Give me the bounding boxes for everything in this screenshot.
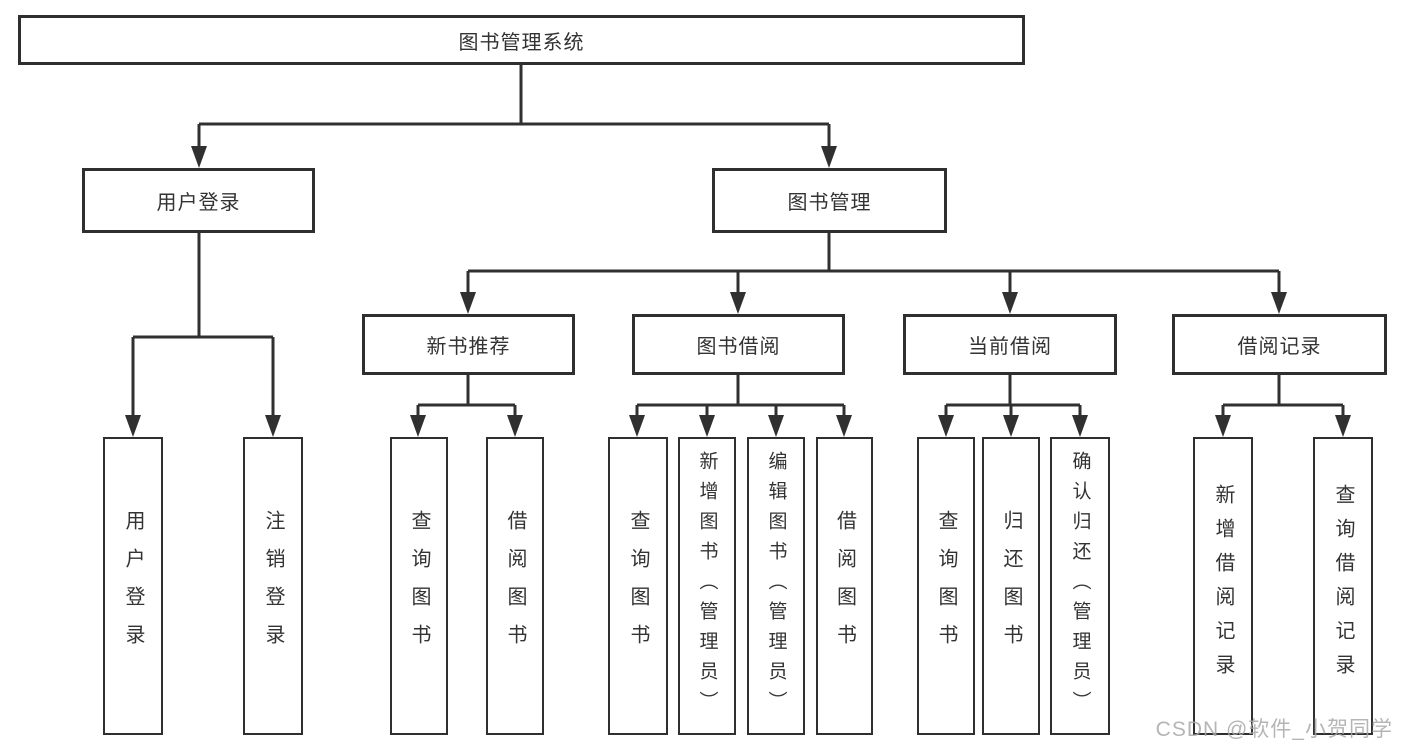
- leaf-query-book-recommend: 查询图书: [390, 437, 448, 735]
- leaf-confirm-return-admin-label: 确认归还（管理员）: [1069, 451, 1091, 721]
- node-root-label: 图书管理系统: [458, 31, 585, 54]
- node-borrow-record: 借阅记录: [1172, 314, 1387, 375]
- node-user-login: 用户登录: [82, 168, 315, 233]
- leaf-user-login: 用户登录: [103, 437, 163, 735]
- leaf-add-borrow-record: 新增借阅记录: [1193, 437, 1253, 735]
- node-book-management: 图书管理: [712, 168, 947, 233]
- leaf-borrow-book-recommend: 借阅图书: [486, 437, 544, 735]
- leaf-return-book-label: 归还图书: [1000, 510, 1022, 662]
- leaf-logout-label: 注销登录: [262, 510, 284, 662]
- node-current-borrow: 当前借阅: [903, 314, 1117, 375]
- leaf-query-book-current: 查询图书: [917, 437, 975, 735]
- leaf-edit-book-admin: 编辑图书（管理员）: [747, 437, 805, 735]
- leaf-query-book-borrow: 查询图书: [608, 437, 668, 735]
- leaf-return-book: 归还图书: [982, 437, 1040, 735]
- leaf-query-book-recommend-label: 查询图书: [408, 510, 430, 662]
- leaf-borrow-book: 借阅图书: [816, 437, 873, 735]
- node-borrow-record-label: 借阅记录: [1237, 336, 1322, 358]
- node-root: 图书管理系统: [18, 15, 1025, 65]
- leaf-query-book-borrow-label: 查询图书: [627, 510, 649, 662]
- node-book-borrow: 图书借阅: [632, 314, 845, 375]
- leaf-borrow-book-label: 借阅图书: [833, 510, 856, 662]
- leaf-add-book-admin: 新增图书（管理员）: [678, 437, 736, 735]
- csdn-watermark: CSDN @软件_小贺同学: [1155, 718, 1393, 741]
- node-book-management-label: 图书管理: [787, 192, 872, 214]
- leaf-logout: 注销登录: [243, 437, 303, 735]
- node-user-login-label: 用户登录: [156, 192, 241, 214]
- leaf-confirm-return-admin: 确认归还（管理员）: [1050, 437, 1110, 735]
- node-book-borrow-label: 图书借阅: [696, 336, 781, 358]
- node-new-book-recommend: 新书推荐: [362, 314, 575, 375]
- leaf-query-book-current-label: 查询图书: [935, 510, 957, 662]
- leaf-user-login-label: 用户登录: [122, 510, 144, 662]
- leaf-add-book-admin-label: 新增图书（管理员）: [696, 451, 718, 721]
- leaf-add-borrow-record-label: 新增借阅记录: [1212, 484, 1234, 688]
- node-current-borrow-label: 当前借阅: [968, 336, 1052, 358]
- leaf-borrow-book-recommend-label: 借阅图书: [504, 510, 526, 662]
- leaf-query-borrow-record-label: 查询借阅记录: [1332, 484, 1354, 688]
- node-new-book-recommend-label: 新书推荐: [426, 336, 511, 358]
- leaf-edit-book-admin-label: 编辑图书（管理员）: [765, 451, 787, 721]
- leaf-query-borrow-record: 查询借阅记录: [1313, 437, 1373, 735]
